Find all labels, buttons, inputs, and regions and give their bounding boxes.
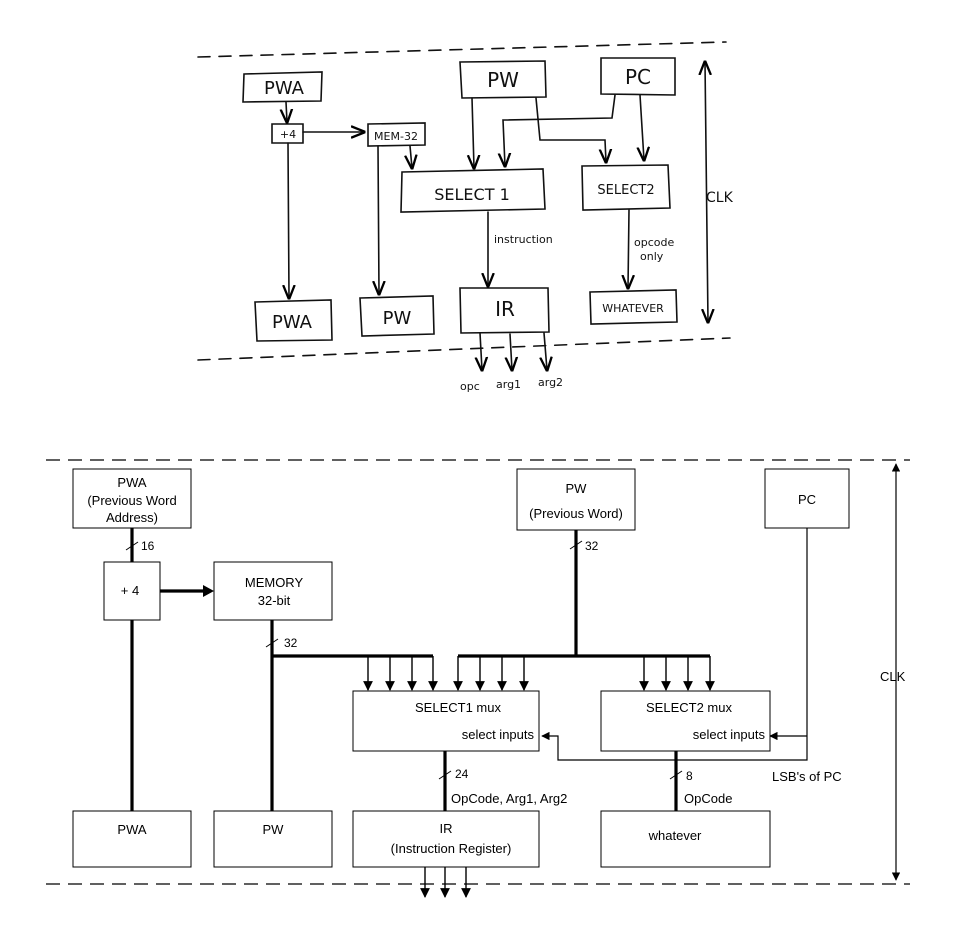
select2-select-inputs: select inputs: [693, 727, 766, 742]
whatever-title: whatever: [648, 828, 702, 843]
sketch-mem32-label: MEM-32: [374, 130, 418, 143]
pwa-bottom-title: PWA: [117, 822, 146, 837]
sketch-pw-bottom-block: PW: [359, 295, 435, 337]
sketch-select1-label: SELECT 1: [434, 185, 510, 204]
hand-sketch-diagram: PWA +4 MEM-32 PW PC SELECT 1 SELECT2 PW: [183, 0, 747, 400]
whatever-box: [600, 810, 771, 868]
sketch-mem32-block: MEM-32: [367, 122, 426, 147]
pc-top-title: PC: [798, 492, 816, 507]
sketch-ir-block: IR: [459, 287, 550, 334]
pw-top-box: [516, 468, 636, 531]
bus-width-ticks: [125, 540, 683, 780]
sketch-ir-label: IR: [495, 297, 515, 321]
pc-top-box: [764, 468, 850, 529]
sketch-pwa-top-label: PWA: [264, 78, 305, 99]
formal-diagram: PWA (Previous Word Address) PW (Previous…: [46, 459, 910, 898]
select2-title: SELECT2 mux: [646, 700, 732, 715]
select1-box: [352, 690, 540, 752]
pc-select-wires: [541, 528, 808, 761]
sketch-plus4-block: +4: [271, 123, 304, 144]
ir-subtitle: (Instruction Register): [391, 841, 512, 856]
sketch-top-boundary: [197, 41, 727, 58]
sketch-opcode-label: opcode: [634, 236, 674, 249]
select1-title: SELECT1 mux: [415, 700, 501, 715]
sketch-clk-label: CLK: [706, 190, 734, 206]
memory-title: MEMORY: [245, 575, 304, 590]
pw-bottom-title: PW: [263, 822, 285, 837]
pwa-top-box: [72, 468, 192, 529]
sketch-pc-top-block: PC: [600, 57, 676, 96]
pwa-top-title: PWA: [117, 475, 146, 490]
memory-width-label: 32: [284, 636, 298, 650]
memory-subtitle: 32-bit: [258, 593, 291, 608]
pwa-width-label: 16: [141, 539, 155, 553]
sketch-plus4-label: +4: [280, 128, 296, 141]
pw-top-subtitle: (Previous Word): [529, 506, 623, 521]
select1-select-inputs: select inputs: [462, 727, 535, 742]
select-fanin-arrows: [363, 656, 715, 691]
memory-box: [213, 561, 333, 621]
sketch-whatever-block: WHATEVER: [589, 289, 678, 325]
memory-input-arrowhead: [203, 585, 214, 597]
pw-top-title: PW: [566, 481, 588, 496]
sketch-pw-top-block: PW: [459, 60, 547, 99]
select1-out-label: OpCode, Arg1, Arg2: [451, 791, 567, 806]
sketch-whatever-label: WHATEVER: [602, 302, 664, 315]
ir-box: [352, 810, 540, 868]
sketch-select2-block: SELECT2: [581, 164, 671, 211]
pwa-bottom-box: [72, 810, 192, 868]
plus4-label: + 4: [121, 583, 139, 598]
sketch-out-arg2-label: arg2: [538, 376, 563, 389]
sketch-out-opc-label: opc: [460, 380, 480, 393]
clk-label: CLK: [880, 669, 906, 684]
sketch-select1-block: SELECT 1: [400, 168, 546, 213]
sketch-wires: [286, 62, 708, 370]
ir-title: IR: [440, 821, 453, 836]
select2-out-width-label: 8: [686, 769, 693, 783]
sketch-only-label: only: [640, 250, 664, 263]
sketch-instruction-label: instruction: [494, 233, 553, 246]
sketch-pwa-bottom-block: PWA: [254, 299, 333, 342]
sketch-pw-top-label: PW: [487, 68, 519, 92]
plus4-box: [103, 561, 161, 621]
sketch-out-arg1-label: arg1: [496, 378, 521, 391]
sketch-select2-label: SELECT2: [597, 183, 654, 198]
sketch-bottom-boundary: [197, 337, 731, 361]
select1-out-width-label: 24: [455, 767, 469, 781]
pw-bottom-box: [213, 810, 333, 868]
select2-box: [600, 690, 771, 752]
pwa-top-subtitle-1: (Previous Word: [87, 493, 176, 508]
select2-out-label: OpCode: [684, 791, 732, 806]
formal-bus-wires: [130, 528, 710, 812]
sketch-pwa-bottom-label: PWA: [272, 312, 313, 333]
ir-output-arrows: [420, 866, 471, 898]
sketch-pc-top-label: PC: [625, 65, 651, 89]
sketch-pw-bottom-label: PW: [383, 308, 412, 329]
pw-width-label: 32: [585, 539, 599, 553]
pwa-top-subtitle-2: Address): [106, 510, 158, 525]
lsb-of-pc-label: LSB's of PC: [772, 769, 842, 784]
sketch-pwa-top-block: PWA: [242, 71, 323, 103]
